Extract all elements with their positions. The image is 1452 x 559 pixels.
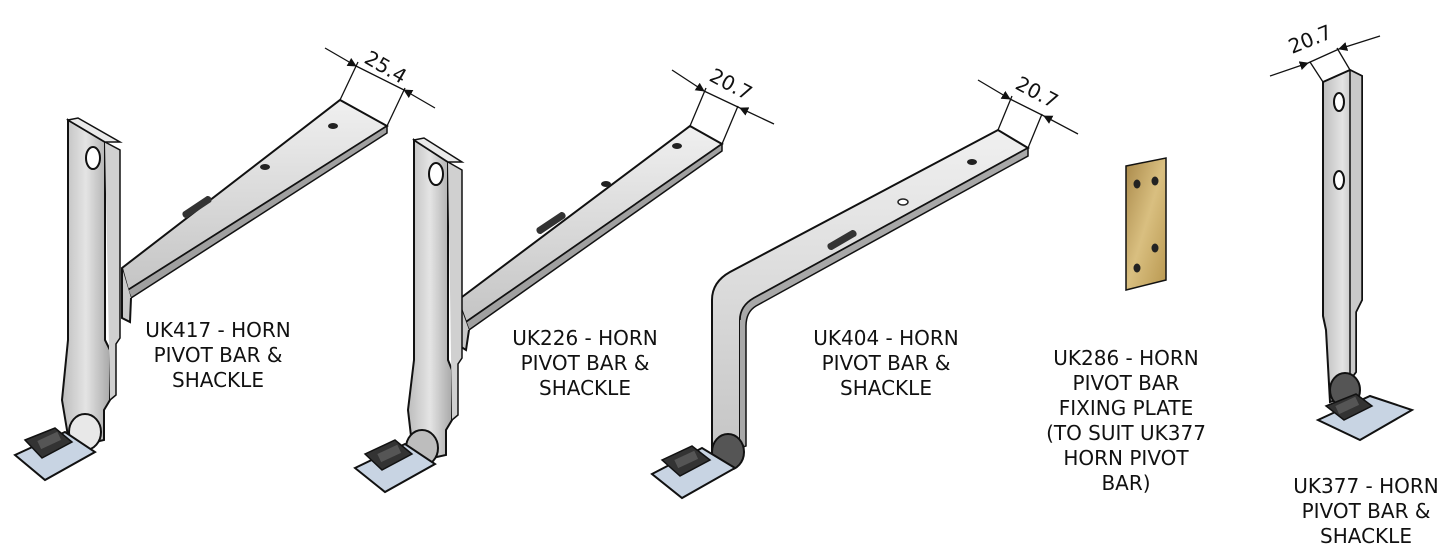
uk377-dimension: 20.7: [1269, 20, 1381, 83]
caption-line: SHACKLE: [1320, 524, 1412, 548]
uk226-dimension-label: 20.7: [706, 63, 757, 105]
uk404-dimension-label: 20.7: [1012, 71, 1063, 113]
uk417-arm: [120, 98, 389, 324]
uk286-hole: [1133, 263, 1141, 273]
uk417-vertical-bar: [60, 117, 123, 450]
uk417-caption: UK417 - HORN PIVOT BAR & SHACKLE: [138, 318, 298, 393]
uk404-caption: UK404 - HORN PIVOT BAR & SHACKLE: [806, 326, 966, 401]
uk226-hole: [601, 181, 611, 187]
caption-line: PIVOT BAR &: [821, 351, 951, 375]
caption-line: PIVOT BAR &: [520, 351, 650, 375]
caption-line: BAR): [1101, 471, 1151, 495]
uk404-slot: [827, 229, 857, 251]
uk226-shackle: [353, 429, 439, 494]
uk417-hole: [328, 123, 338, 129]
uk226-vertical-bar: [406, 137, 465, 464]
caption-line: UK417 - HORN: [145, 318, 291, 342]
uk404-shackle: [650, 433, 745, 500]
uk404-bar: [711, 128, 1031, 462]
uk226-hole: [672, 143, 682, 149]
caption-line: UK286 - HORN: [1053, 346, 1199, 370]
uk286-hole: [1133, 179, 1141, 189]
part-uk404-drawing: 20.7: [650, 71, 1079, 500]
part-uk377-drawing: 20.7: [1269, 20, 1415, 442]
uk286-caption: UK286 - HORN PIVOT BAR FIXING PLATE (TO …: [1036, 346, 1216, 496]
caption-line: UK226 - HORN: [512, 326, 658, 350]
uk417-shackle: [13, 413, 102, 482]
caption-line: SHACKLE: [840, 376, 932, 400]
caption-line: PIVOT BAR &: [153, 343, 283, 367]
uk377-bar: [1322, 68, 1363, 404]
caption-line: (TO SUIT UK377: [1046, 421, 1206, 445]
uk417-bolt-hole: [85, 146, 101, 170]
uk417-dimension-label: 25.4: [361, 46, 412, 89]
uk377-dimension-label: 20.7: [1285, 20, 1335, 59]
uk226-bolt-hole: [428, 162, 444, 186]
uk417-hole: [260, 164, 270, 170]
part-uk226-drawing: 20.7: [353, 63, 775, 494]
caption-line: HORN PIVOT: [1063, 446, 1189, 470]
uk226-slot: [536, 211, 566, 235]
caption-line: FIXING PLATE: [1058, 396, 1194, 420]
uk377-caption: UK377 - HORN PIVOT BAR & SHACKLE: [1286, 474, 1446, 549]
caption-line: SHACKLE: [172, 368, 264, 392]
uk404-hole: [897, 198, 909, 206]
caption-line: UK377 - HORN: [1293, 474, 1439, 498]
uk226-caption: UK226 - HORN PIVOT BAR & SHACKLE: [505, 326, 665, 401]
uk226-arm: [456, 124, 724, 352]
uk404-hole: [967, 159, 977, 165]
uk286-hole: [1151, 243, 1159, 253]
part-uk417-drawing: 25.4: [13, 46, 436, 482]
part-uk286-drawing: [1125, 157, 1167, 291]
caption-line: SHACKLE: [539, 376, 631, 400]
uk377-bolt-hole: [1333, 92, 1345, 112]
uk417-slot: [182, 195, 212, 219]
uk286-hole: [1151, 176, 1159, 186]
uk377-shackle: [1315, 372, 1415, 442]
caption-line: PIVOT BAR &: [1301, 499, 1431, 523]
uk377-bolt-hole: [1333, 170, 1345, 190]
caption-line: PIVOT BAR: [1072, 371, 1180, 395]
caption-line: UK404 - HORN: [813, 326, 959, 350]
